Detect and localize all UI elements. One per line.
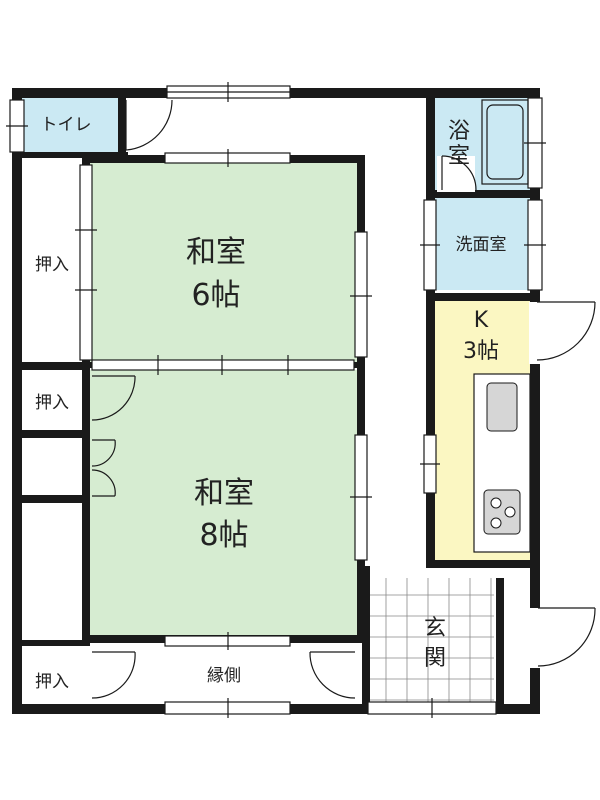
kitchen-label-size: 3帖 (463, 339, 499, 364)
door-closet-bottom (91, 651, 136, 699)
genkan-tiles (366, 578, 494, 706)
washitsu-8-label: 和室 (194, 476, 254, 511)
bath-label-2: 室 (448, 144, 470, 169)
bathtub (481, 99, 529, 185)
sliding-door-w6-w8 (91, 355, 355, 375)
door-bath (437, 155, 477, 192)
sliding-door-w8-right (350, 434, 372, 561)
washitsu-8-size: 8帖 (199, 518, 248, 553)
genkan-label-2: 関 (424, 646, 446, 671)
window-engawa (164, 698, 291, 718)
window-top (166, 82, 291, 102)
window-washroom (524, 199, 546, 291)
genkan-area (366, 578, 494, 706)
closet-door-top (75, 164, 97, 361)
window-left-toilet (6, 99, 28, 153)
toilet-label: トイレ (41, 115, 92, 135)
door-genkan-outside (528, 607, 596, 668)
door-toilet (125, 99, 173, 151)
sliding-door-washroom (420, 199, 440, 291)
door-kitchen-outside (529, 301, 596, 364)
closet-bottom-label: 押入 (35, 672, 69, 692)
door-closet-double (91, 439, 116, 497)
washitsu-8-area (90, 370, 358, 636)
sliding-door-kitchen (420, 434, 440, 494)
washitsu-6-area (90, 162, 358, 362)
washroom-area (435, 198, 530, 290)
kitchen-label-k: K (474, 308, 489, 333)
toilet-area (20, 98, 120, 153)
bath-label-1: 浴 (448, 119, 470, 144)
sink-icon (486, 382, 518, 432)
sliding-door-w6-right (350, 231, 372, 358)
washitsu-6-size: 6帖 (191, 278, 240, 313)
sliding-door-engawa (164, 632, 291, 650)
door-closet-mid (91, 375, 136, 421)
closet-mid-label: 押入 (35, 393, 69, 413)
window-genkan (367, 698, 497, 718)
washitsu-6-label: 和室 (186, 235, 246, 270)
closet-top-label: 押入 (35, 255, 69, 275)
genkan-label-1: 玄 (424, 616, 446, 641)
kitchen-counter (473, 373, 531, 553)
engawa-label: 縁側 (207, 666, 241, 686)
sliding-door-w6-top (164, 149, 291, 167)
door-engawa-right (309, 651, 356, 699)
washroom-label: 洗面室 (456, 235, 507, 255)
